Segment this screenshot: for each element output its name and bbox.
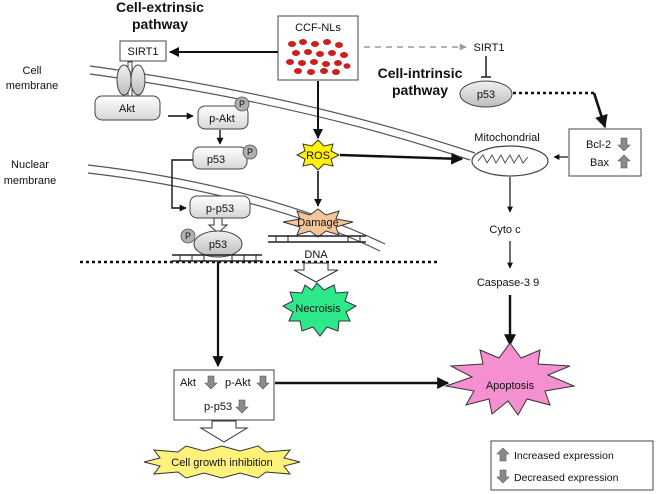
svg-text:p-Akt: p-Akt xyxy=(209,113,235,125)
svg-text:pathway: pathway xyxy=(132,16,188,32)
svg-text:p-p53: p-p53 xyxy=(206,203,234,215)
nanoparticles-icon xyxy=(286,39,351,75)
svg-text:Cell-extrinsic: Cell-extrinsic xyxy=(116,0,204,15)
increased-arrow-icon xyxy=(617,154,631,169)
svg-text:Damage: Damage xyxy=(297,217,339,229)
svg-text:Akt: Akt xyxy=(180,377,196,389)
nuclear-membrane-label: Nuclear membrane xyxy=(4,159,57,187)
decreased-arrow-icon xyxy=(617,137,631,152)
arrow-ros-to-mito xyxy=(339,152,464,165)
extrinsic-pathway-title: Cell-extrinsic pathway xyxy=(116,0,204,32)
svg-text:ROS: ROS xyxy=(306,150,330,162)
p53-dna-bound: p53 xyxy=(193,230,243,258)
phospho-badge: P xyxy=(234,96,250,112)
svg-text:p-p53: p-p53 xyxy=(204,401,232,413)
svg-text:membrane: membrane xyxy=(4,175,57,187)
inhibition-sirt1-p53 xyxy=(481,56,491,78)
p53-nuclear-box: p53 xyxy=(192,146,248,170)
svg-text:Necroisis: Necroisis xyxy=(295,303,341,315)
decreased-arrow-icon xyxy=(256,375,270,390)
decreased-arrow-icon xyxy=(204,375,218,390)
ros-burst: ROS xyxy=(295,139,341,171)
phospho-badge: P xyxy=(180,228,196,244)
arrow-into-bcl2-box xyxy=(592,92,608,129)
hollow-arrow-to-growth xyxy=(199,420,249,443)
cyto-c-label: Cyto c xyxy=(489,224,521,236)
svg-text:P: P xyxy=(239,99,245,109)
akt-box: Akt xyxy=(94,95,161,121)
svg-text:Nuclear: Nuclear xyxy=(11,159,49,171)
sirt1-right-label: SIRT1 xyxy=(474,42,505,54)
p-akt-box: p-Akt xyxy=(197,105,249,130)
arrow-p53-to-pp53 xyxy=(171,159,193,212)
growth-inhibition-burst: Cell growth inhibition xyxy=(143,445,301,479)
svg-text:Cell growth inhibition: Cell growth inhibition xyxy=(171,457,273,469)
svg-text:Apoptosis: Apoptosis xyxy=(486,380,535,392)
sirt1-left-box: SIRT1 xyxy=(119,40,167,62)
svg-text:P: P xyxy=(185,231,191,241)
decreased-arrow-icon xyxy=(235,399,249,414)
svg-text:Decreased expression: Decreased expression xyxy=(514,472,619,484)
svg-text:p53: p53 xyxy=(477,89,495,101)
svg-text:Cell: Cell xyxy=(23,65,42,77)
necrosis-burst: Necroisis xyxy=(281,282,358,337)
svg-text:Increased expression: Increased expression xyxy=(514,450,614,462)
p53-right-oval: p53 xyxy=(459,80,513,108)
ccf-nls-box: CCF-NLs xyxy=(277,15,359,81)
membrane-receptor-icon xyxy=(116,61,146,97)
svg-text:Bax: Bax xyxy=(590,157,609,169)
hollow-arrow-to-necrosis xyxy=(293,262,339,283)
svg-text:P: P xyxy=(247,147,253,157)
mitochondria-icon xyxy=(471,145,549,177)
dna-label: DNA xyxy=(304,249,328,261)
legend: Increased expression Decreased expressio… xyxy=(490,440,654,491)
svg-text:Bcl-2: Bcl-2 xyxy=(586,139,611,151)
intrinsic-pathway-title: Cell-intrinsic pathway xyxy=(378,65,463,98)
svg-text:p-Akt: p-Akt xyxy=(225,377,251,389)
cell-membrane-label: Cell membrane xyxy=(6,65,59,92)
svg-text:Cell-intrinsic: Cell-intrinsic xyxy=(378,65,463,81)
svg-text:membrane: membrane xyxy=(6,80,59,92)
svg-text:p53: p53 xyxy=(209,239,227,251)
phospho-badge: P xyxy=(242,144,258,160)
svg-text:CCF-NLs: CCF-NLs xyxy=(295,22,341,34)
svg-text:p53: p53 xyxy=(207,154,225,166)
dna-strand-left xyxy=(172,254,262,262)
hollow-arrow-down xyxy=(207,217,229,234)
dna-strand-center xyxy=(268,235,366,243)
caspase-label: Caspase-3 9 xyxy=(477,277,539,289)
apoptosis-burst: Apoptosis xyxy=(444,342,576,416)
svg-text:Akt: Akt xyxy=(119,103,135,115)
mitochondrial-label: Mitochondrial xyxy=(474,132,539,144)
p-p53-box: p-p53 xyxy=(189,195,251,219)
increased-arrow-icon xyxy=(496,447,510,462)
svg-text:pathway: pathway xyxy=(392,82,448,98)
damage-burst: Damage xyxy=(282,208,354,238)
decreased-arrow-icon xyxy=(496,469,510,484)
akt-summary-box: Akt p-Akt p-p53 xyxy=(173,369,275,421)
bcl2-bax-box: Bcl-2 Bax xyxy=(568,128,642,177)
svg-text:SIRT1: SIRT1 xyxy=(128,46,159,58)
